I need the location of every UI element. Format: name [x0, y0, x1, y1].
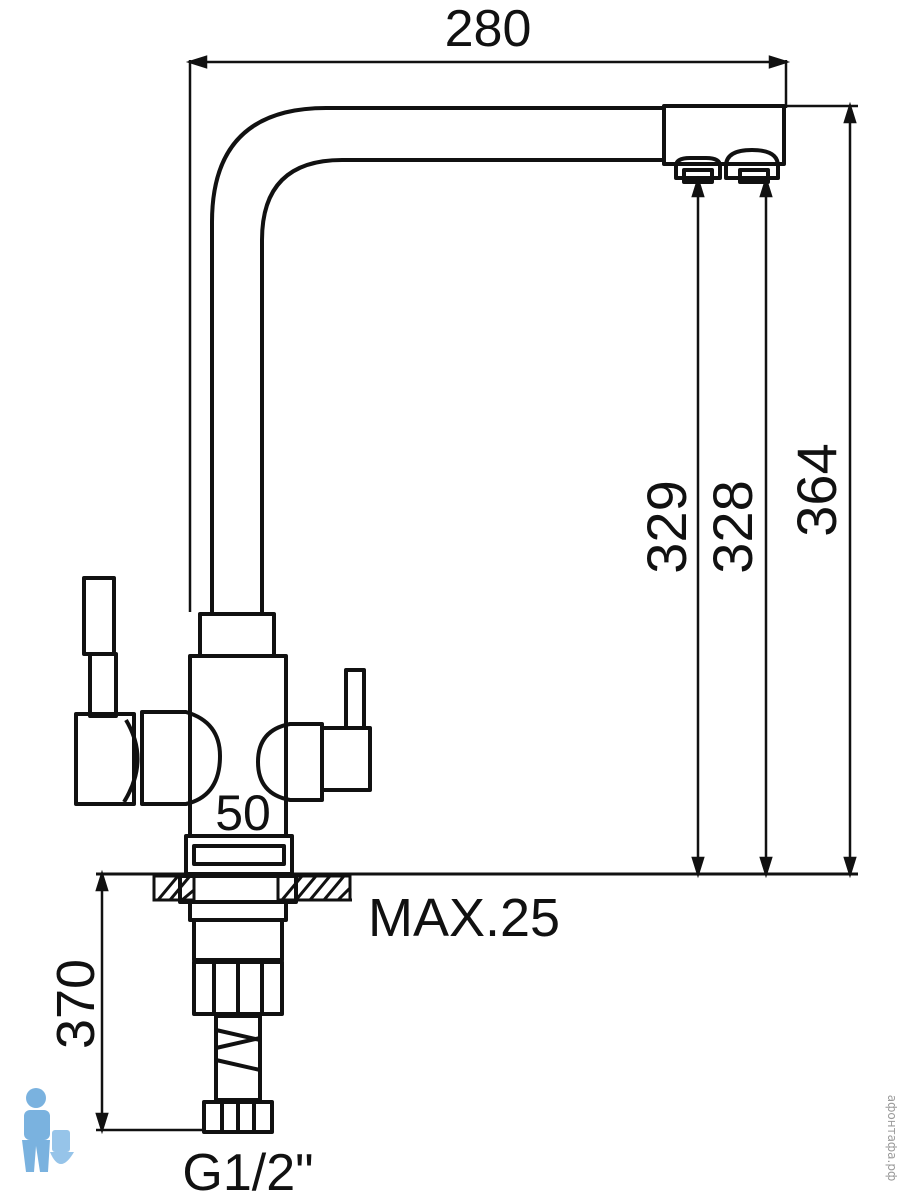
plumber-mascot-icon: [22, 1088, 74, 1172]
right-handle-box: [320, 726, 372, 792]
dim-outlet-height-a: 329: [635, 480, 698, 573]
watermark-site: афонтафа.рф: [885, 1095, 899, 1181]
right-valve-dome: [256, 722, 324, 802]
aerator-left: [674, 156, 722, 180]
seal-left: [152, 874, 196, 902]
aerator-right: [724, 148, 780, 180]
dim-total-height: 364: [785, 443, 848, 536]
dim-body-width: 50: [215, 785, 271, 841]
spout-collar: [198, 612, 276, 658]
dimension-lines: [95, 55, 858, 1135]
left-lever-grip: [82, 576, 116, 656]
left-valve-ring: [122, 718, 140, 804]
spout-outer: [210, 106, 664, 612]
aerator-right-tip: [738, 168, 770, 184]
spout-head: [662, 104, 786, 166]
dim-top-width: 280: [445, 0, 532, 58]
right-lever: [344, 668, 366, 730]
dim-connection-thread: G1/2": [182, 1144, 313, 1200]
base-flange-inner: [192, 844, 286, 866]
hose: [214, 1014, 262, 1102]
faucet-outline: [74, 104, 786, 1134]
mount-nut-lower: [192, 918, 284, 962]
left-valve-dome: [140, 710, 222, 806]
left-handle-box: [74, 712, 136, 806]
spout-inner: [260, 158, 664, 612]
dim-max-counter-thickness: MAX.25: [368, 888, 560, 948]
base-flange: [184, 834, 294, 876]
mount-shank: [188, 900, 288, 922]
hose-braid: [215, 1028, 261, 1072]
dim-hose-length: 370: [46, 959, 106, 1049]
dim-outlet-height-b: 328: [701, 480, 764, 573]
countertop: [96, 872, 858, 902]
left-lever-stem: [88, 652, 118, 718]
